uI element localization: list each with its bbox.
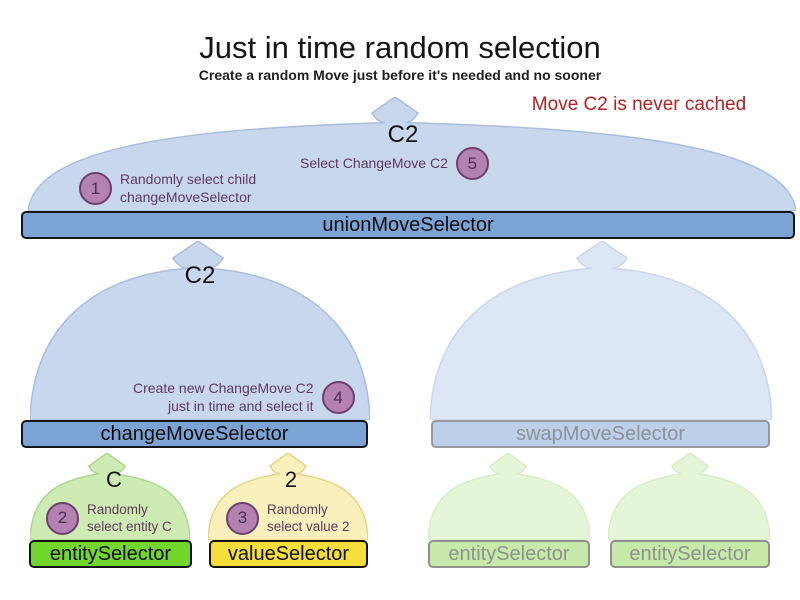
- step-4-badge: 4: [321, 381, 355, 415]
- step-4: Create new ChangeMove C2 just in time an…: [133, 380, 355, 416]
- step-1-badge: 1: [79, 172, 112, 206]
- step-3-text: Randomly select value 2: [267, 502, 350, 535]
- page-subtitle: Create a random Move just before it's ne…: [198, 67, 602, 83]
- swap-move-selector-bar: swapMoveSelector: [431, 420, 770, 448]
- swap-funnel-arrow: [430, 241, 772, 420]
- step-5-text: Select ChangeMove C2: [300, 154, 448, 171]
- faded-entity-funnel-arrow-right: [608, 453, 770, 540]
- step-3: 3 Randomly select value 2: [226, 501, 350, 535]
- value-output-label: 2: [284, 467, 298, 492]
- step-3-badge: 3: [226, 501, 259, 535]
- faded-entity-selector-bar-right: entitySelector: [610, 540, 770, 568]
- change-funnel-arrow: [30, 241, 370, 420]
- step-5-badge: 5: [455, 147, 489, 180]
- faded-entity-funnel-arrow-left: [428, 453, 590, 540]
- entity-output-label: C: [106, 467, 122, 492]
- step-2: 2 Randomly select entity C: [46, 501, 172, 535]
- step-1: 1 Randomly select child changeMoveSelect…: [79, 171, 256, 207]
- step-5: Select ChangeMove C2 5: [300, 147, 489, 180]
- union-output-label: C2: [387, 121, 419, 148]
- union-move-selector-bar: unionMoveSelector: [21, 211, 795, 239]
- never-cached-note: Move C2 is never cached: [531, 94, 747, 115]
- step-4-text: Create new ChangeMove C2 just in time an…: [133, 380, 314, 414]
- step-2-badge: 2: [46, 501, 79, 535]
- step-1-text: Randomly select child changeMoveSelector: [120, 171, 257, 205]
- step-2-text: Randomly select entity C: [87, 502, 172, 535]
- entity-selector-bar: entitySelector: [29, 540, 192, 568]
- union-funnel-arrow: [28, 97, 796, 211]
- page-title: Just in time random selection: [199, 30, 601, 65]
- faded-entity-selector-bar-left: entitySelector: [428, 540, 590, 568]
- change-output-label: C2: [184, 262, 216, 289]
- change-move-selector-bar: changeMoveSelector: [21, 420, 368, 448]
- value-selector-bar: valueSelector: [209, 540, 368, 568]
